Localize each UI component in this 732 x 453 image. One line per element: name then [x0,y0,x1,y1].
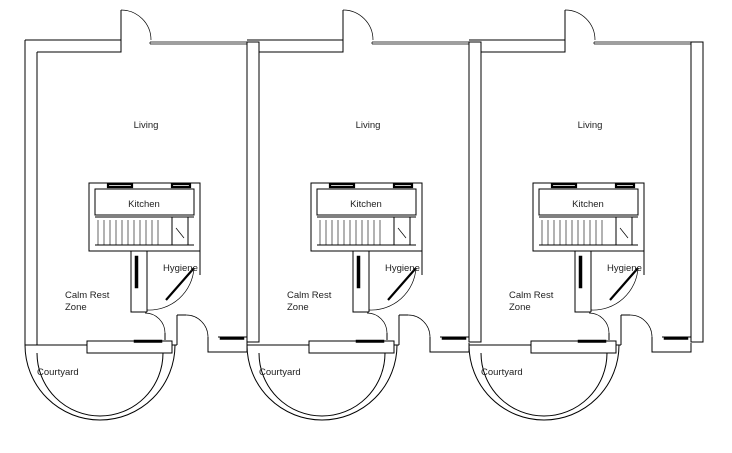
room-label-rest-zone-line2: Zone [287,302,309,313]
unit-3: Living Kitchen Hygiene Calm Rest Zone [468,9,692,421]
room-label-rest-zone-line1: Calm Rest [509,290,554,301]
room-label-living: Living [356,120,381,131]
outer-walls [469,39,691,53]
hygiene-room [352,251,423,313]
courtyard [468,339,621,421]
room-label-rest-zone-line1: Calm Rest [287,290,332,301]
room-label-rest-zone-line2: Zone [509,302,531,313]
kitchen-block [532,182,645,252]
hygiene-room [574,251,645,313]
room-label-kitchen: Kitchen [128,199,160,210]
unit-1: Living Kitchen Hygiene Calm Rest Zone [24,9,248,421]
room-label-rest-zone-line1: Calm Rest [65,290,110,301]
entry-door [120,9,152,41]
courtyard [24,339,177,421]
room-label-kitchen: Kitchen [350,199,382,210]
room-label-hygiene: Hygiene [607,263,642,274]
room-label-hygiene: Hygiene [163,263,198,274]
kitchen-block [310,182,423,252]
hygiene-room [130,251,201,313]
unit-2: Living Kitchen Hygiene Calm Rest Zone [246,9,470,421]
party-walls [246,41,704,343]
room-label-living: Living [134,120,159,131]
room-label-rest-zone-line2: Zone [65,302,87,313]
rear-door [366,312,470,353]
rear-door [588,312,692,353]
room-label-courtyard: Courtyard [37,367,79,378]
room-label-hygiene: Hygiene [385,263,420,274]
room-label-living: Living [578,120,603,131]
room-label-courtyard: Courtyard [481,367,523,378]
room-label-courtyard: Courtyard [259,367,301,378]
courtyard [246,339,399,421]
room-label-kitchen: Kitchen [572,199,604,210]
entry-door [342,9,374,41]
kitchen-block [88,182,201,252]
entry-door [564,9,596,41]
outer-walls [247,39,469,53]
rear-door [144,312,248,353]
outer-walls [24,39,248,345]
